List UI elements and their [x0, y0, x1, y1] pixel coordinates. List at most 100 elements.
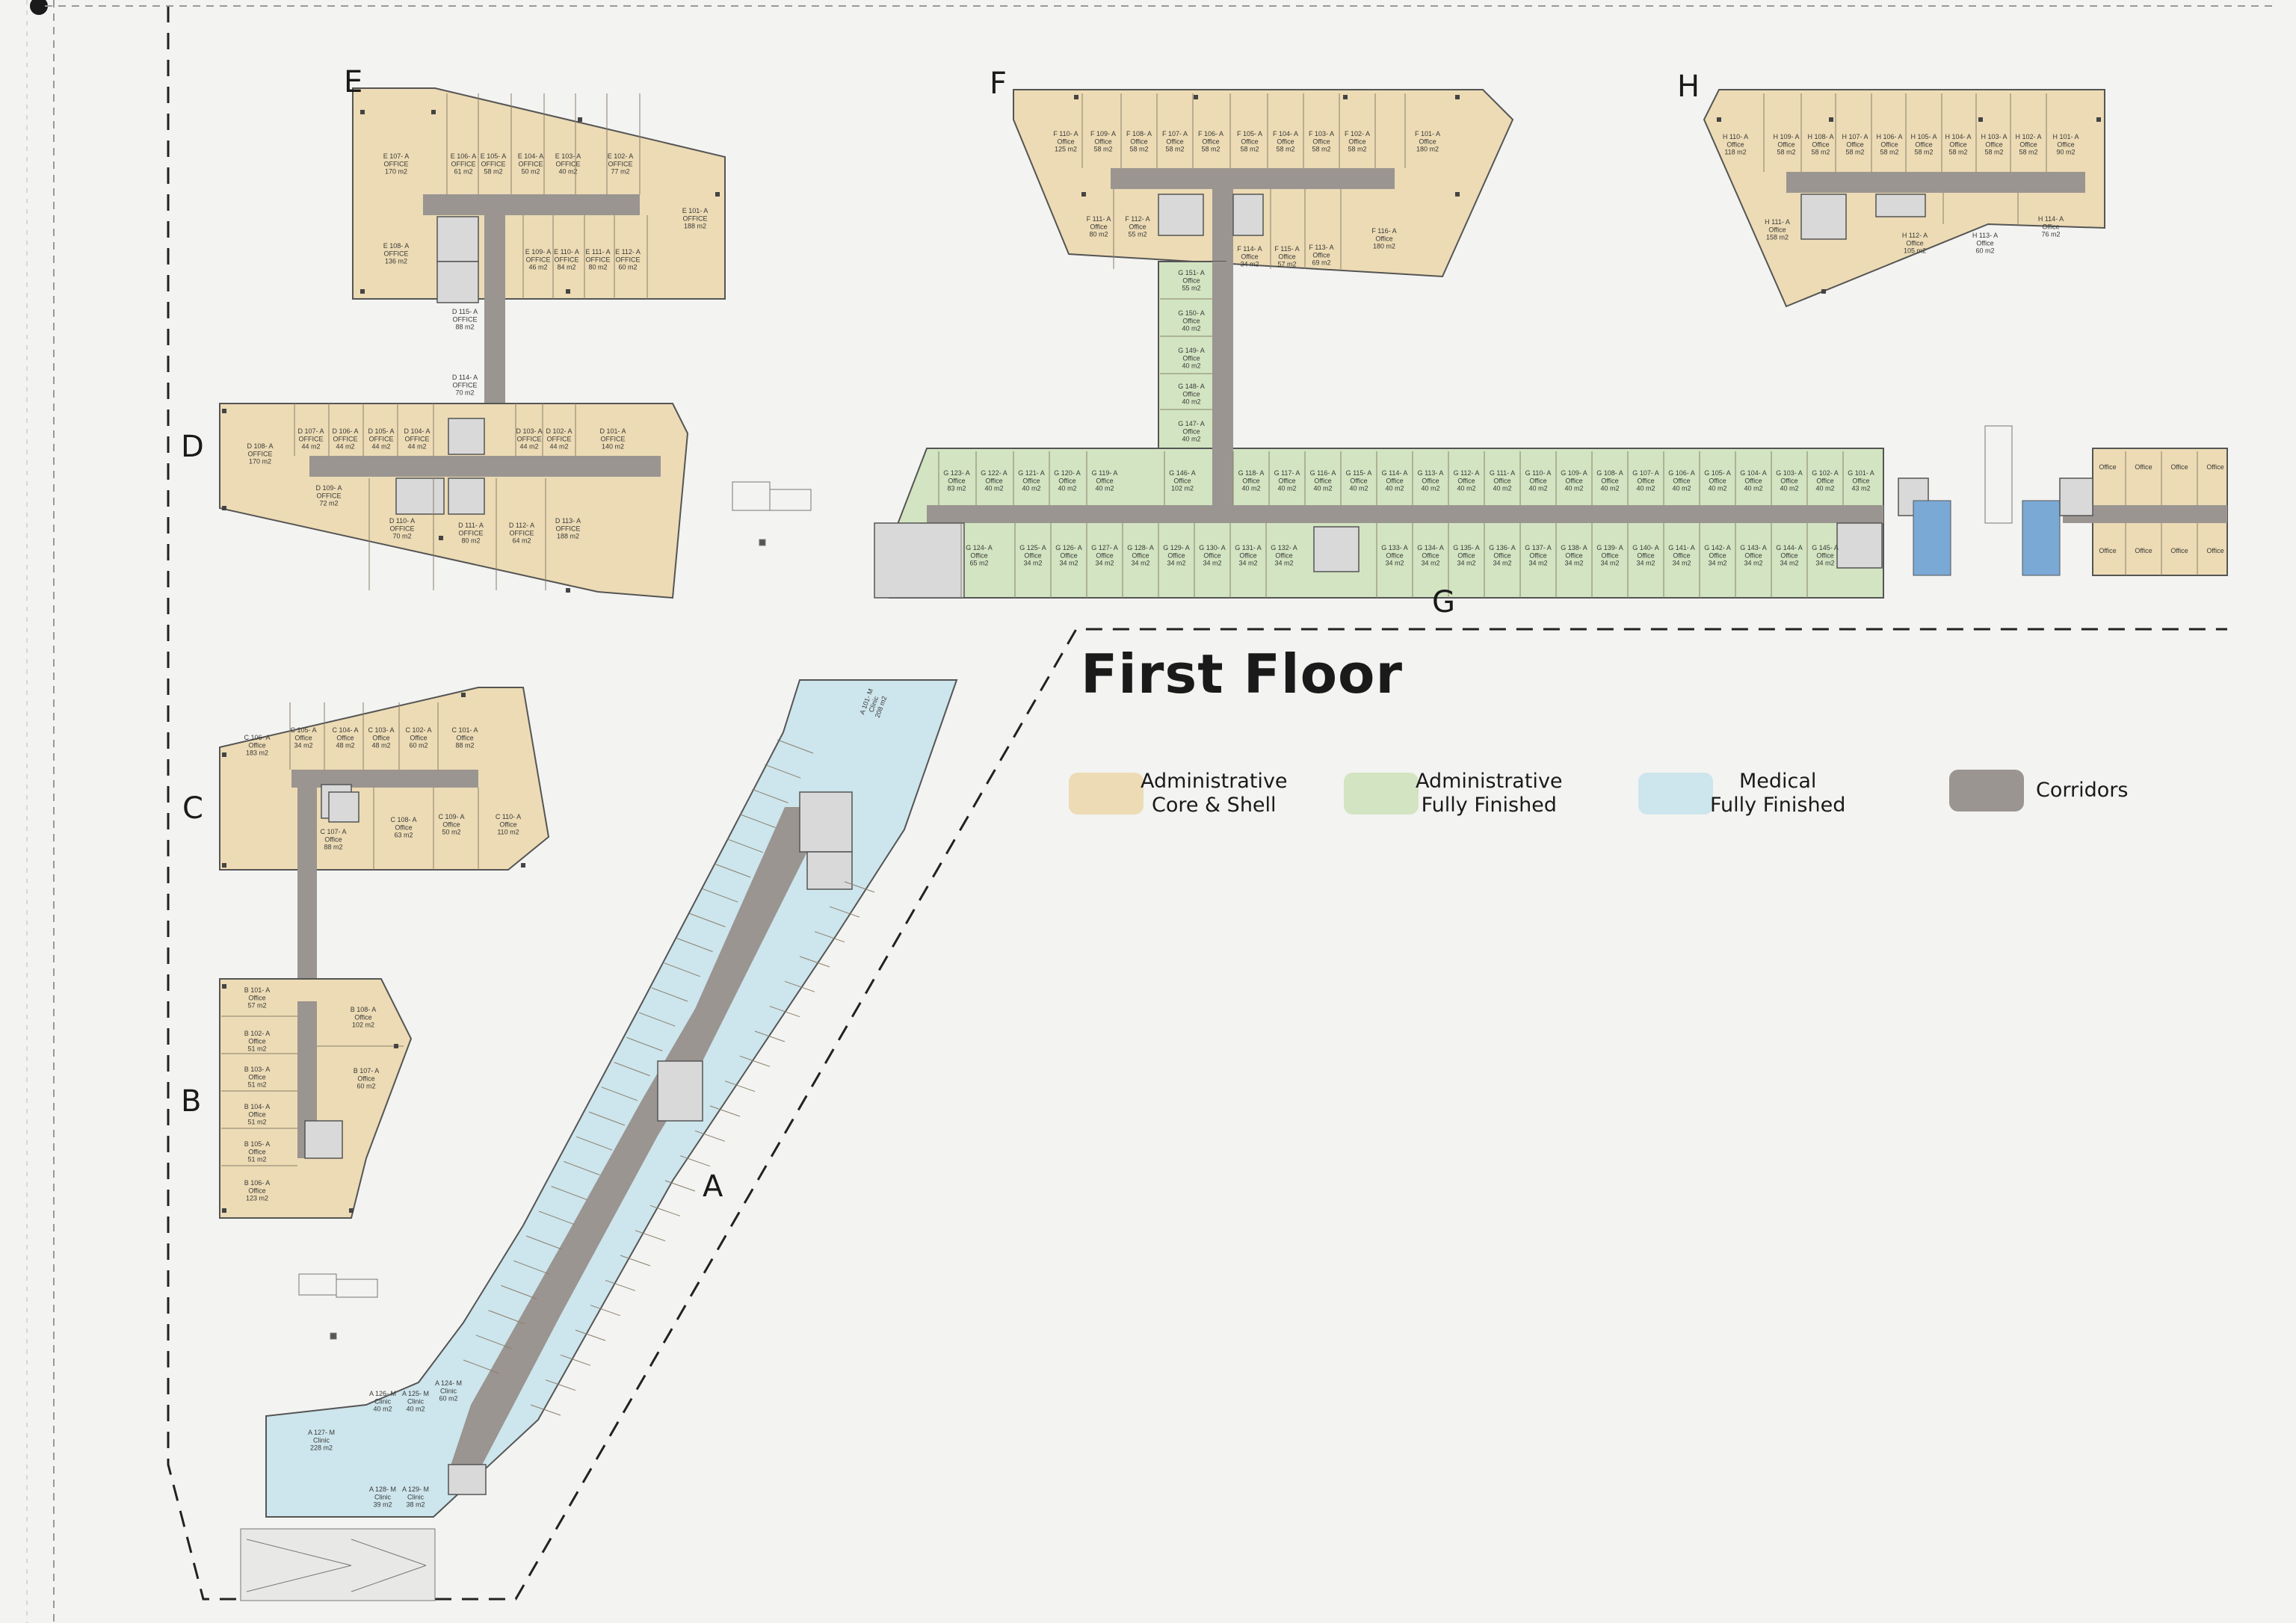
- column: [521, 863, 525, 868]
- building-label-h: H: [1677, 69, 1700, 104]
- room-divider: [564, 1160, 600, 1175]
- column: [360, 289, 365, 294]
- column: [222, 984, 226, 989]
- column: [349, 1208, 354, 1213]
- room-divider: [724, 1081, 756, 1092]
- column: [1455, 192, 1460, 197]
- room-divider: [475, 1335, 512, 1350]
- room-label: Office: [2170, 547, 2188, 554]
- room-divider: [754, 1030, 786, 1042]
- page-title: First Floor: [1081, 643, 1404, 705]
- column: [222, 409, 226, 413]
- column: [1717, 117, 1721, 122]
- parking-ramp: [240, 1528, 436, 1601]
- room-divider: [576, 1136, 613, 1151]
- column: [1455, 95, 1460, 99]
- column: [1343, 95, 1348, 99]
- building-h: [1703, 89, 2105, 308]
- column: [461, 693, 466, 697]
- building-g: [874, 261, 1951, 599]
- building-label-a: A: [703, 1169, 723, 1204]
- building-label-g: G: [1432, 585, 1455, 619]
- column: [431, 110, 436, 114]
- column: [1074, 95, 1078, 99]
- room-divider: [545, 1379, 576, 1391]
- column: [222, 1208, 226, 1213]
- building-label-b: B: [181, 1084, 202, 1119]
- room-divider: [530, 1404, 561, 1416]
- building-label-c: C: [182, 791, 203, 826]
- column: [439, 536, 443, 540]
- column: [1194, 95, 1198, 99]
- room-divider: [765, 764, 801, 779]
- room-divider: [525, 1235, 563, 1250]
- building-d: [219, 403, 689, 599]
- room-divider: [601, 1086, 638, 1101]
- room-divider: [560, 1354, 591, 1366]
- column: [222, 863, 226, 868]
- building-f: [1013, 89, 1514, 445]
- annex-block: [2022, 448, 2228, 576]
- building-b: [219, 978, 413, 1219]
- room-divider: [777, 739, 814, 754]
